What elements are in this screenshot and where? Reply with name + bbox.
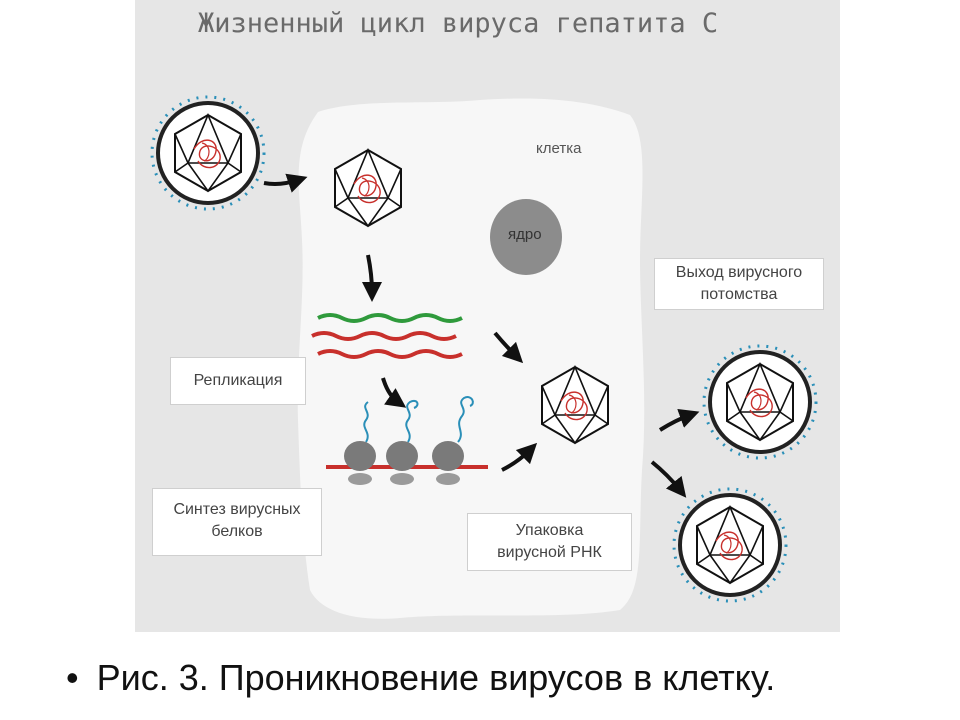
rna-packing-label: Упаковка вирусной РНК bbox=[467, 513, 632, 571]
progeny-exit-label: Выход вирусного потомства bbox=[654, 258, 824, 310]
ribosomes bbox=[344, 396, 474, 485]
protein-synthesis-line-1: Синтез вирусных bbox=[173, 501, 301, 518]
rna-strands bbox=[311, 313, 463, 359]
diagram-title: Жизненный цикл вируса гепатита С bbox=[198, 8, 719, 39]
cell-label: клетка bbox=[536, 140, 582, 157]
rna-packing-line-2: вирусной РНК bbox=[497, 544, 602, 561]
nucleus bbox=[490, 199, 562, 275]
replication-label: Репликация bbox=[170, 357, 306, 405]
nucleus-label: ядро bbox=[508, 226, 542, 243]
virion-progeny-2 bbox=[672, 487, 788, 603]
rna-packing-line-1: Упаковка bbox=[515, 522, 584, 539]
protein-synthesis-label: Синтез вирусных белков bbox=[152, 488, 322, 556]
progeny-exit-line-1: Выход вирусного bbox=[675, 264, 803, 281]
replication-text: Репликация bbox=[193, 372, 283, 389]
process-arrows bbox=[263, 173, 700, 498]
virion-entering bbox=[150, 95, 266, 211]
caption-bullet: • bbox=[66, 657, 79, 698]
virion-progeny-1 bbox=[702, 344, 818, 460]
figure-caption: • Рис. 3. Проникновение вирусов в клетку. bbox=[66, 657, 775, 699]
progeny-exit-line-2: потомства bbox=[700, 286, 778, 303]
protein-synthesis-line-2: белков bbox=[211, 523, 263, 540]
caption-text: Рис. 3. Проникновение вирусов в клетку. bbox=[96, 657, 776, 698]
